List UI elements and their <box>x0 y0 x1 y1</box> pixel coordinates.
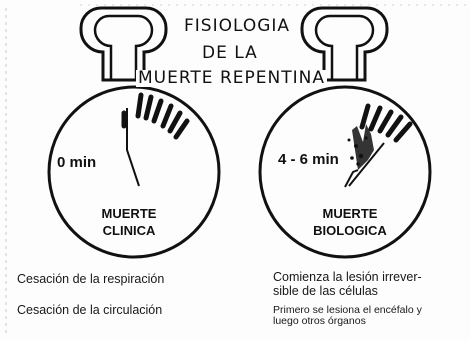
tick-marks-right <box>359 103 413 143</box>
title-line-2: DE LA <box>202 43 258 63</box>
caption-right-1b: sible de las células <box>273 284 378 298</box>
stage-right-line-2: BIOLOGICA <box>313 223 387 238</box>
stopwatch-right <box>258 6 432 259</box>
clock-hand-right-long <box>348 142 385 187</box>
title-line-3: MUERTE REPENTINA <box>136 68 327 88</box>
clock-hand-left <box>126 108 140 187</box>
clock-face-right <box>258 85 432 259</box>
clock-hand-right-short <box>344 169 359 188</box>
caption-left-2: Cesación de la circulación <box>17 303 163 317</box>
crown-ring-inner <box>314 14 375 82</box>
caption-right-1a: Comienza la lesión irrever- <box>273 270 422 284</box>
caption-right-2a: Primero se lesiona el encéfalo y <box>273 304 422 316</box>
time-right: 4 - 6 min <box>278 151 339 168</box>
crown-ring-outer <box>79 6 168 82</box>
stopwatch-left <box>47 6 221 259</box>
stage-left-line-1: MUERTE <box>101 206 157 221</box>
caption-left-1: Cesación de la respiración <box>17 272 165 286</box>
caption-right-2b: luego otros órganos <box>273 315 366 327</box>
crown-ring-outer <box>300 6 389 82</box>
tick-marks-left <box>121 92 190 140</box>
time-left: 0 min <box>57 154 97 171</box>
stage-right-line-1: MUERTE <box>322 206 378 221</box>
stage-left-line-2: CLINICA <box>102 223 156 238</box>
crown-ring-inner <box>93 14 154 82</box>
title-line-1: FISIOLOGIA <box>184 16 291 36</box>
shaded-sector-right <box>347 124 374 170</box>
